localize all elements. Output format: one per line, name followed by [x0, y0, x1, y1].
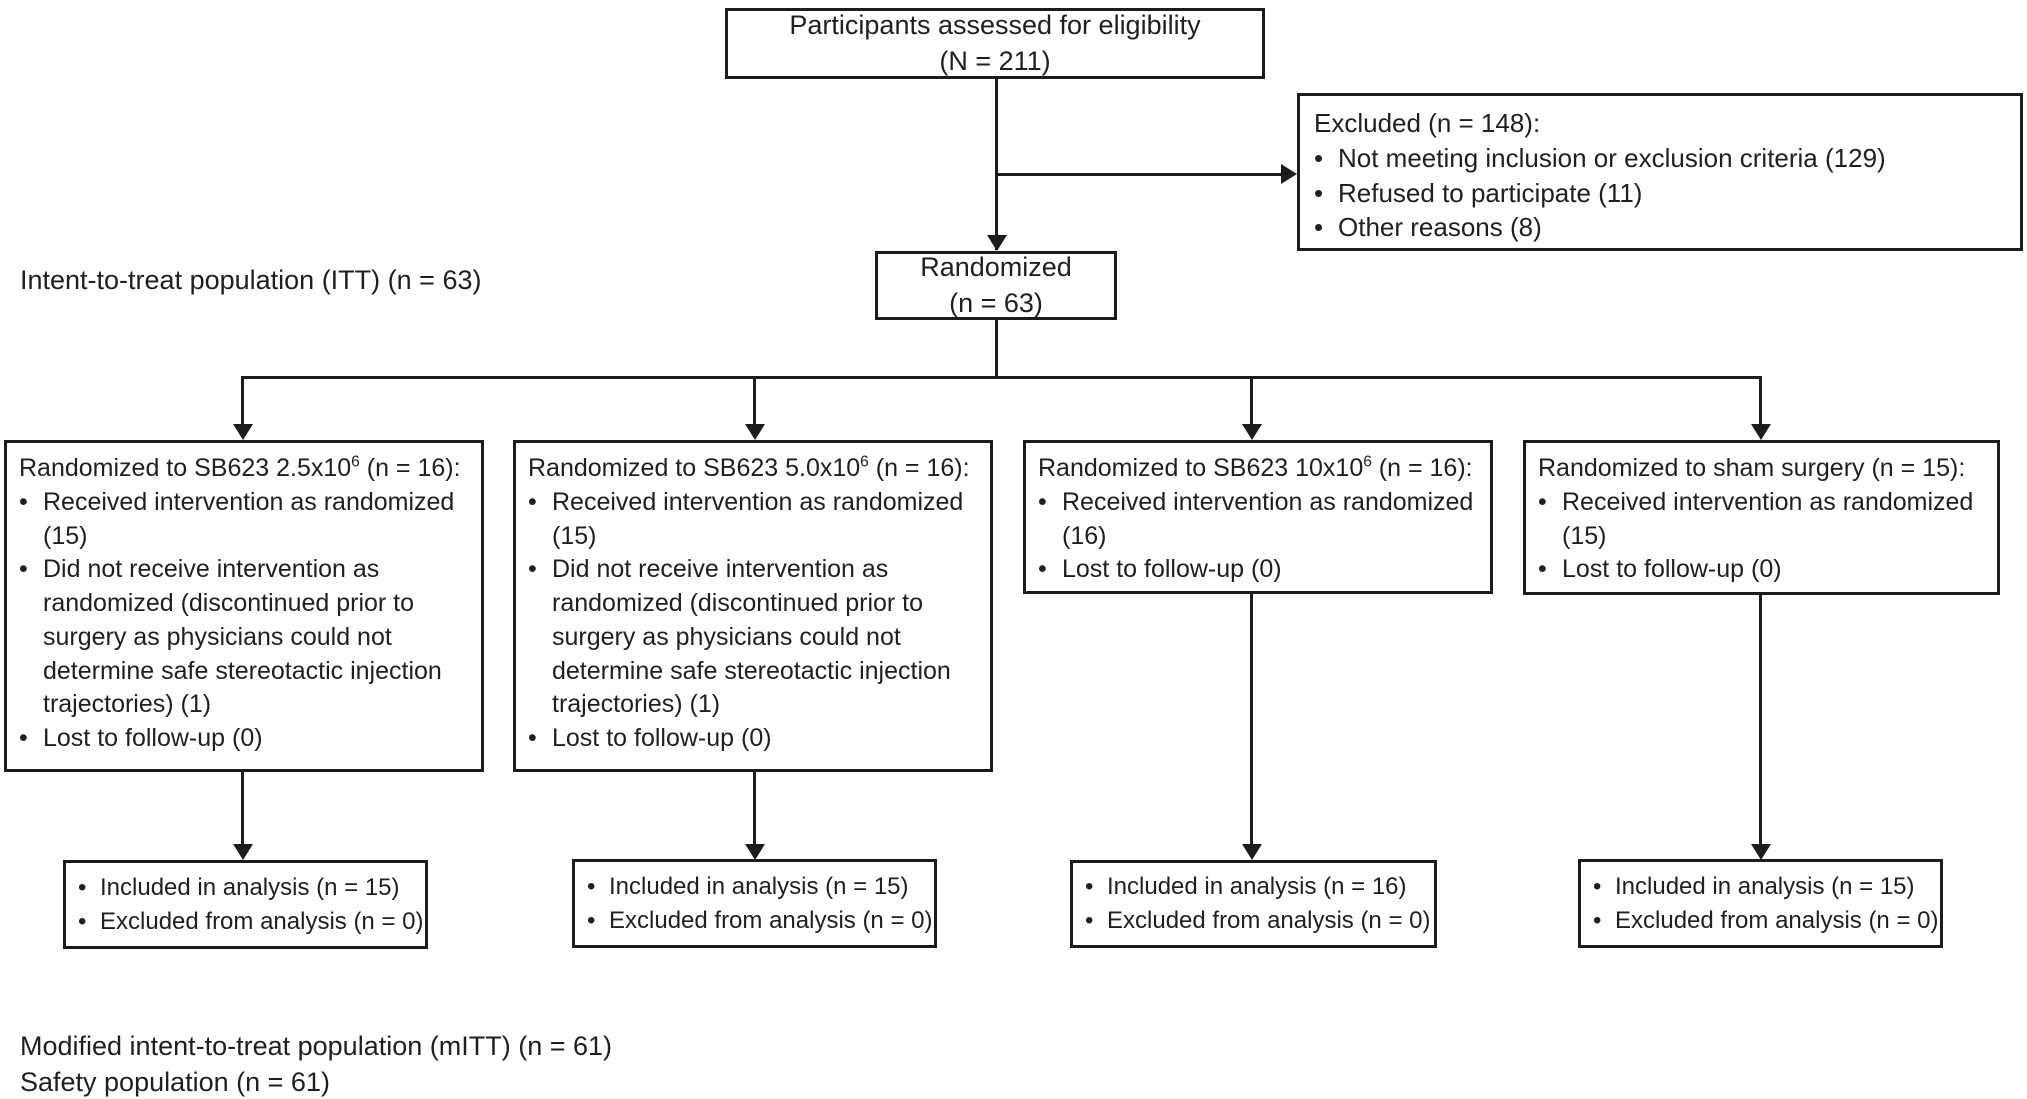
arm-bullet: • Received intervention as randomized (1…: [1538, 486, 1985, 554]
bullet-icon: •: [19, 724, 28, 752]
arrowhead-into-analysis-2-icon: [745, 844, 765, 860]
analysis-box-2: • Included in analysis (n = 15) • Exclud…: [572, 859, 937, 948]
arrowhead-into-arm-1-icon: [233, 424, 253, 440]
exponent: 6: [351, 453, 360, 471]
arm-bullet: • Lost to follow-up (0): [528, 722, 978, 756]
bullet-icon: •: [1314, 177, 1324, 208]
connector-randomized-distribution: [995, 320, 998, 379]
arrowhead-into-arm-4-icon: [1751, 424, 1771, 440]
eligibility-box: Participants assessed for eligibility (N…: [725, 8, 1265, 79]
analysis-box-3: • Included in analysis (n = 16) • Exclud…: [1070, 860, 1437, 948]
bullet-icon: •: [528, 487, 537, 516]
arm-box-sham-surgery: Randomized to sham surgery (n = 15): • R…: [1523, 440, 2000, 595]
analysis-bullet: • Included in analysis (n = 15): [1593, 870, 1940, 904]
arm-box-sb623-10: Randomized to SB623 10x106 (n = 16): • R…: [1023, 440, 1493, 594]
bullet-icon: •: [78, 873, 87, 901]
arm-bullet: • Lost to follow-up (0): [19, 722, 469, 756]
arm-bullet: • Received intervention as randomized (1…: [528, 486, 978, 554]
analysis-bullet: • Included in analysis (n = 16): [1085, 870, 1434, 904]
excluded-title: Excluded (n = 148):: [1314, 108, 1541, 138]
bullet-icon: •: [1538, 487, 1547, 516]
excluded-box: Excluded (n = 148): • Not meeting inclus…: [1297, 93, 2023, 251]
bullet-icon: •: [1085, 907, 1094, 934]
eligibility-line1: Participants assessed for eligibility: [789, 9, 1201, 40]
bullet-icon: •: [1038, 555, 1047, 584]
connector-to-excluded: [995, 173, 1283, 176]
analysis-bullet: • Excluded from analysis (n = 0): [78, 905, 425, 939]
arm-bullet: • Lost to follow-up (0): [1038, 553, 1478, 587]
arm-bullet: • Lost to follow-up (0): [1538, 553, 1985, 587]
randomized-line1: Randomized: [920, 251, 1072, 282]
arm-bullet: • Did not receive intervention as random…: [528, 553, 978, 722]
bullet-icon: •: [587, 906, 596, 934]
analysis-box-1: • Included in analysis (n = 15) • Exclud…: [63, 860, 428, 949]
exponent: 6: [860, 453, 869, 471]
arm-box-sb623-2_5: Randomized to SB623 2.5x106 (n = 16): • …: [4, 440, 484, 772]
bullet-icon: •: [1038, 487, 1047, 516]
mitt-population-label: Modified intent-to-treat population (mIT…: [20, 1031, 613, 1061]
arm-bullet: • Received intervention as randomized (1…: [19, 486, 469, 554]
arrowhead-into-excluded-icon: [1281, 164, 1297, 184]
arm-title: Randomized to SB623 5.0x106 (n = 16):: [528, 453, 970, 482]
excluded-bullet: • Refused to participate (11): [1314, 176, 2006, 211]
bullet-icon: •: [78, 907, 87, 935]
analysis-bullet: • Excluded from analysis (n = 0): [1593, 904, 1940, 938]
arrowhead-into-arm-2-icon: [745, 424, 765, 440]
arrowhead-into-analysis-1-icon: [233, 844, 253, 860]
arm-box-sb623-5_0: Randomized to SB623 5.0x106 (n = 16): • …: [513, 440, 993, 772]
arm-bullet: • Received intervention as randomized (1…: [1038, 486, 1478, 554]
bullet-icon: •: [1538, 555, 1547, 584]
analysis-bullet: • Included in analysis (n = 15): [587, 870, 934, 904]
bullet-icon: •: [1314, 142, 1324, 173]
bullet-icon: •: [528, 724, 537, 752]
safety-population-label: Safety population (n = 61): [20, 1067, 330, 1097]
bullet-icon: •: [587, 872, 596, 900]
arrowhead-into-arm-3-icon: [1242, 424, 1262, 440]
connector-arm3-analysis: [1250, 594, 1253, 846]
bullet-icon: •: [1593, 872, 1602, 900]
connector-arm2-analysis: [753, 772, 756, 846]
itt-population-label: Intent-to-treat population (ITT) (n = 63…: [20, 265, 482, 295]
drop-line-arm-4: [1759, 376, 1762, 426]
connector-eligibility-randomized: [995, 79, 998, 250]
excluded-bullet: • Other reasons (8): [1314, 210, 2006, 245]
exponent: 6: [1363, 453, 1372, 471]
analysis-bullet: • Included in analysis (n = 15): [78, 871, 425, 905]
bullet-icon: •: [528, 555, 537, 584]
drop-line-arm-3: [1250, 376, 1253, 426]
connector-arm1-analysis: [241, 772, 244, 846]
randomized-box: Randomized (n = 63): [875, 251, 1117, 320]
connector-arm4-analysis: [1759, 595, 1762, 846]
drop-line-arm-2: [753, 376, 756, 426]
bullet-icon: •: [19, 487, 28, 516]
arm-title: Randomized to SB623 10x106 (n = 16):: [1038, 453, 1473, 482]
eligibility-line2: (N = 211): [939, 45, 1051, 76]
arm-title: Randomized to SB623 2.5x106 (n = 16):: [19, 453, 461, 482]
bullet-icon: •: [1085, 873, 1094, 901]
distribution-line: [241, 376, 1762, 379]
arrowhead-into-randomized-icon: [987, 235, 1007, 251]
analysis-bullet: • Excluded from analysis (n = 0): [587, 904, 934, 938]
randomized-line2: (n = 63): [949, 287, 1043, 318]
bullet-icon: •: [19, 555, 28, 584]
arm-bullet: • Did not receive intervention as random…: [19, 553, 469, 722]
arrowhead-into-analysis-4-icon: [1751, 844, 1771, 860]
drop-line-arm-1: [241, 376, 244, 426]
bullet-icon: •: [1314, 212, 1324, 243]
excluded-bullet: • Not meeting inclusion or exclusion cri…: [1314, 141, 2006, 176]
bullet-icon: •: [1593, 906, 1602, 934]
analysis-bullet: • Excluded from analysis (n = 0): [1085, 904, 1434, 938]
arrowhead-into-analysis-3-icon: [1242, 844, 1262, 860]
arm-title: Randomized to sham surgery (n = 15):: [1538, 454, 1966, 482]
analysis-box-4: • Included in analysis (n = 15) • Exclud…: [1578, 859, 1943, 948]
